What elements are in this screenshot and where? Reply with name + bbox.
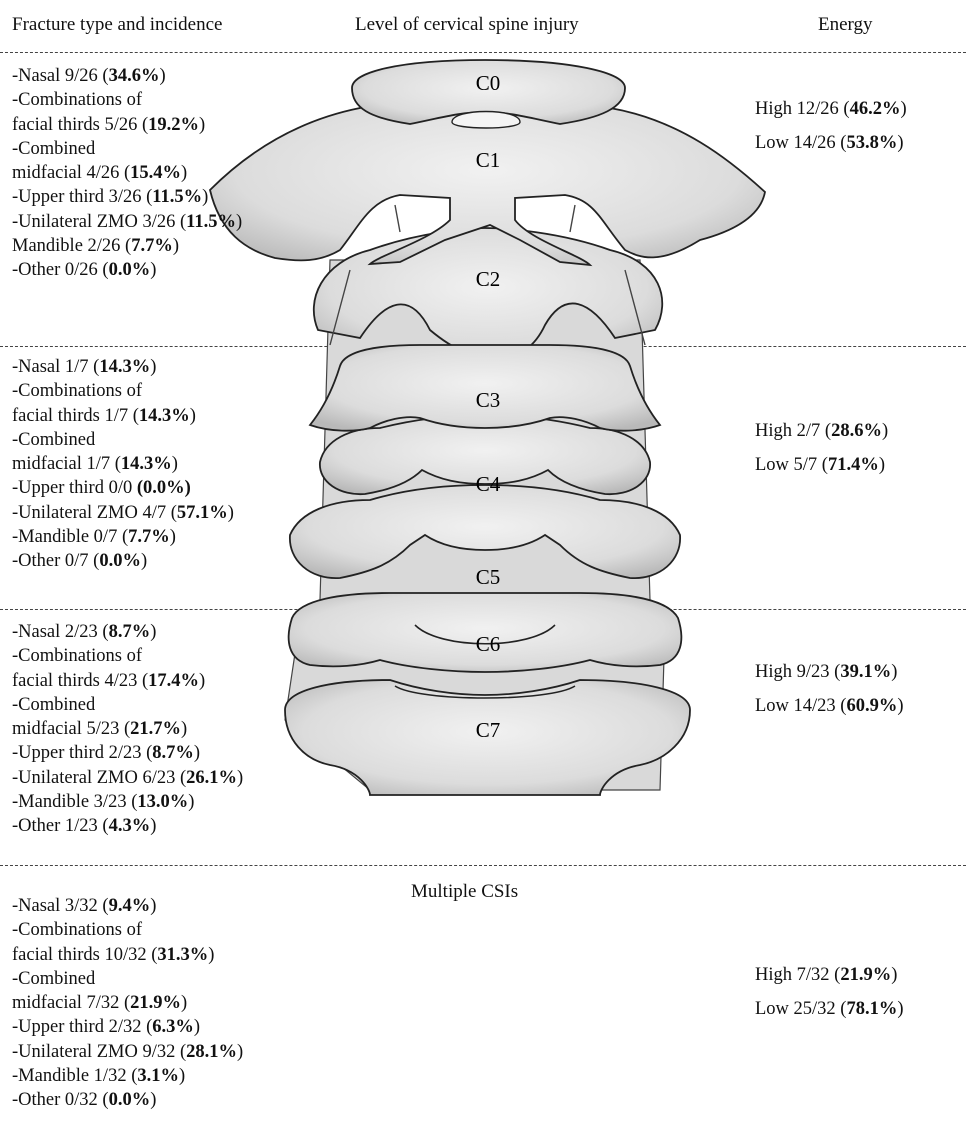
energy-low: Low 25/32 (78.1%) [755,994,904,1028]
fracture-item: -Mandible 1/32 (3.1%) [12,1064,243,1088]
fracture-item: -Other 1/23 (4.3%) [12,814,243,838]
fracture-item: -Upper third 2/23 (8.7%) [12,741,243,765]
fracture-item: -Other 0/32 (0.0%) [12,1088,243,1112]
fracture-item: -Other 0/7 (0.0%) [12,549,234,573]
fracture-item: -Combinations of [12,379,234,403]
energy-c3-c5: High 2/7 (28.6%) Low 5/7 (71.4%) [755,416,888,484]
vertebra-label: C7 [476,718,501,742]
fracture-item: -Combined [12,693,243,717]
energy-low: Low 14/26 (53.8%) [755,128,907,162]
fracture-item: -Mandible 3/23 (13.0%) [12,790,243,814]
fracture-item: midfacial 7/32 (21.9%) [12,991,243,1015]
fracture-item: -Mandible 0/7 (7.7%) [12,525,234,549]
energy-c6-c7: High 9/23 (39.1%) Low 14/23 (60.9%) [755,657,904,725]
fracture-item: -Combined [12,428,234,452]
fracture-list-multiple: -Nasal 3/32 (9.4%) -Combinations of faci… [12,894,243,1113]
energy-high: High 2/7 (28.6%) [755,416,888,450]
fracture-item: facial thirds 5/26 (19.2%) [12,113,242,137]
fracture-item: facial thirds 4/23 (17.4%) [12,669,243,693]
vertebra-label: C2 [476,267,501,291]
energy-low: Low 5/7 (71.4%) [755,450,888,484]
energy-high: High 12/26 (46.2%) [755,94,907,128]
vertebra-label: C6 [476,632,501,656]
fracture-list-c0-c2: -Nasal 9/26 (34.6%) -Combinations of fac… [12,64,242,283]
vertebra-label: C0 [476,71,501,95]
vertebra-label: C5 [476,565,501,589]
fracture-item: facial thirds 1/7 (14.3%) [12,404,234,428]
fracture-item: -Unilateral ZMO 6/23 (26.1%) [12,766,243,790]
fracture-item: -Combinations of [12,918,243,942]
fracture-item: midfacial 4/26 (15.4%) [12,161,242,185]
fracture-item: -Nasal 2/23 (8.7%) [12,620,243,644]
fracture-item: -Combinations of [12,88,242,112]
fracture-item: -Nasal 9/26 (34.6%) [12,64,242,88]
fracture-item: -Upper third 2/32 (6.3%) [12,1015,243,1039]
fracture-item: -Combined [12,137,242,161]
vertebra-label: C4 [476,472,501,496]
fracture-list-c6-c7: -Nasal 2/23 (8.7%) -Combinations of faci… [12,620,243,839]
fracture-item: -Unilateral ZMO 3/26 (11.5%) [12,210,242,234]
vertebra-label: C3 [476,388,501,412]
fracture-item: facial thirds 10/32 (31.3%) [12,943,243,967]
fracture-item: -Unilateral ZMO 9/32 (28.1%) [12,1040,243,1064]
fracture-item: -Upper third 0/0 (0.0%) [12,476,234,500]
energy-low: Low 14/23 (60.9%) [755,691,904,725]
fracture-item: -Nasal 3/32 (9.4%) [12,894,243,918]
energy-high: High 7/32 (21.9%) [755,960,904,994]
fracture-item: -Nasal 1/7 (14.3%) [12,355,234,379]
fracture-item: -Upper third 3/26 (11.5%) [12,185,242,209]
fracture-item: -Other 0/26 (0.0%) [12,258,242,282]
multiple-csis-label: Multiple CSIs [411,881,518,903]
energy-high: High 9/23 (39.1%) [755,657,904,691]
fracture-item: -Unilateral ZMO 4/7 (57.1%) [12,501,234,525]
fracture-item: midfacial 5/23 (21.7%) [12,717,243,741]
fracture-item: midfacial 1/7 (14.3%) [12,452,234,476]
fracture-item: -Combinations of [12,644,243,668]
energy-multiple: High 7/32 (21.9%) Low 25/32 (78.1%) [755,960,904,1028]
fracture-item: -Combined [12,967,243,991]
energy-c0-c2: High 12/26 (46.2%) Low 14/26 (53.8%) [755,94,907,162]
vertebra-label: C1 [476,148,501,172]
fracture-list-c3-c5: -Nasal 1/7 (14.3%) -Combinations of faci… [12,355,234,574]
fracture-item: Mandible 2/26 (7.7%) [12,234,242,258]
